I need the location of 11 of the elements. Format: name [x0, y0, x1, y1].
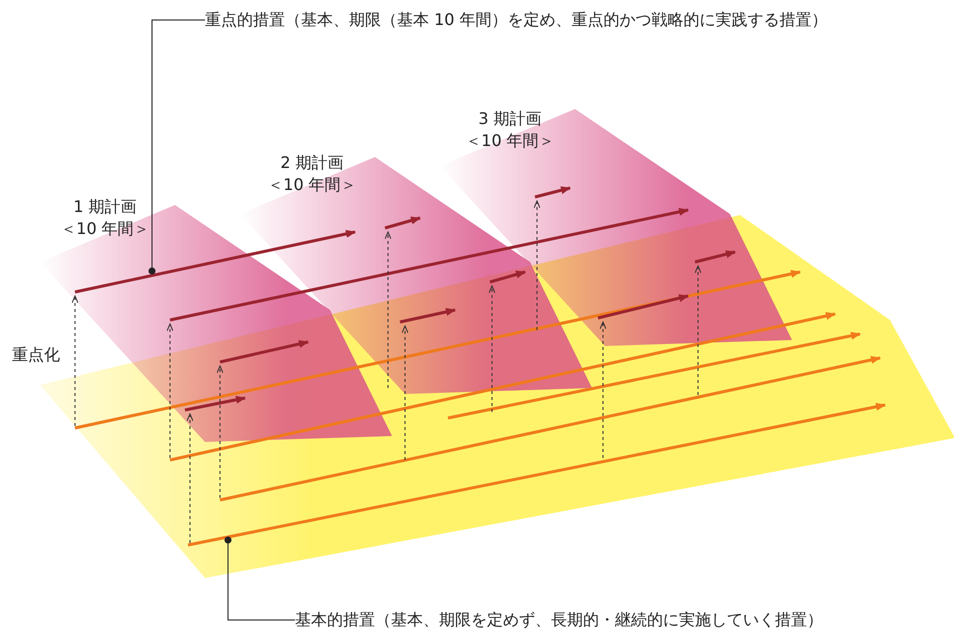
plan-period-label: ＜10 年間＞: [267, 174, 357, 196]
plan-period-label: ＜10 年間＞: [60, 218, 150, 240]
callout-text: 基本的措置（基本、期限を定めず、長期的・継続的に実施していく措置）: [295, 609, 823, 631]
leader-line: [148, 20, 206, 274]
plan-period-label: 3 期計画: [478, 108, 542, 130]
plan-period-label: 2 期計画: [280, 152, 344, 174]
plan-period-label: ＜10 年間＞: [465, 130, 555, 152]
leader-line: [224, 536, 296, 620]
plan-period-label: 1 期計画: [73, 196, 137, 218]
axis-label: 重点化: [12, 344, 60, 366]
callout-text: 重点的措置（基本、期限（基本 10 年間）を定め、重点的かつ戦略的に実践する措置）: [205, 9, 828, 31]
